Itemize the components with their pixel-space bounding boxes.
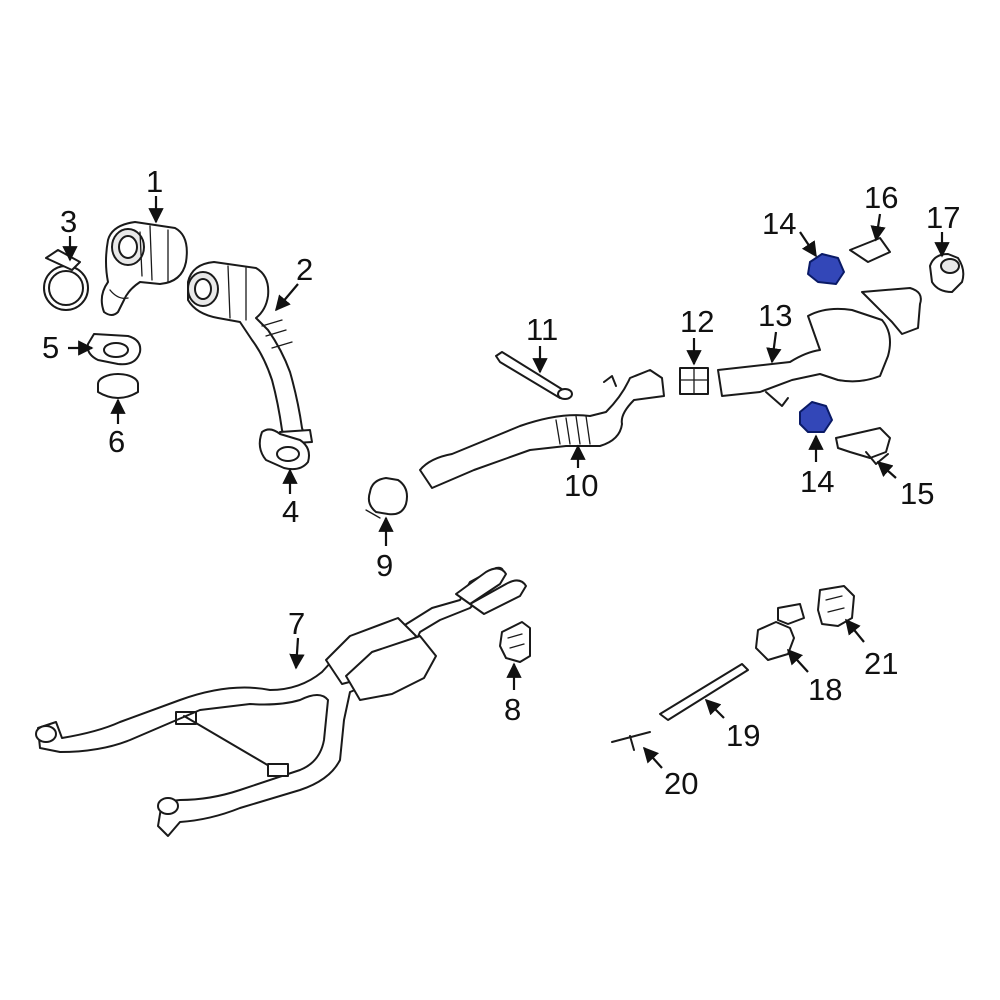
part-9-damper[interactable]: [365, 477, 408, 519]
part-7-front-pipe[interactable]: [35, 566, 527, 837]
part-14-hanger-upper[interactable]: [807, 253, 845, 285]
callout-17[interactable]: 17: [926, 200, 960, 235]
part-6-seal-ring[interactable]: [97, 373, 139, 399]
callout-1[interactable]: 1: [146, 164, 163, 199]
part-12-clamp[interactable]: [679, 367, 709, 395]
part-13-rear-muffler[interactable]: [717, 287, 922, 407]
part-16-clip[interactable]: [849, 237, 891, 263]
part-10-intermediate-pipe[interactable]: [419, 369, 665, 489]
part-20-t-connector[interactable]: [611, 731, 651, 751]
part-18-sensor[interactable]: [755, 603, 805, 661]
part-21-valve[interactable]: [817, 585, 855, 627]
callout-16[interactable]: 16: [864, 180, 898, 215]
callout-5[interactable]: 5: [42, 330, 59, 365]
part-3-clamp[interactable]: [43, 249, 89, 311]
callout-numbers: 1 2 3 4 5 6 7 8 9 10 11 12 13 14 14 15 1…: [42, 164, 960, 801]
callout-21[interactable]: 21: [864, 646, 898, 681]
callout-8[interactable]: 8: [504, 692, 521, 727]
callout-10[interactable]: 10: [564, 468, 598, 503]
part-1-catalytic-converter[interactable]: [100, 221, 188, 316]
part-19-hose[interactable]: [659, 663, 749, 721]
part-17-tailpipe-tip[interactable]: [929, 253, 965, 293]
part-8-bracket[interactable]: [499, 621, 531, 663]
callout-3[interactable]: 3: [60, 204, 77, 239]
callout-19[interactable]: 19: [726, 718, 760, 753]
part-14-hanger-lower[interactable]: [799, 401, 833, 433]
callout-18[interactable]: 18: [808, 672, 842, 707]
part-15-bracket[interactable]: [835, 427, 891, 465]
callout-6[interactable]: 6: [108, 424, 125, 459]
callout-14-lower[interactable]: 14: [800, 464, 834, 499]
callout-2[interactable]: 2: [296, 252, 313, 287]
callout-9[interactable]: 9: [376, 548, 393, 583]
part-11-strap[interactable]: [495, 351, 573, 400]
part-4-flange[interactable]: [258, 428, 310, 471]
callout-14-upper[interactable]: 14: [762, 206, 796, 241]
callout-12[interactable]: 12: [680, 304, 714, 339]
callout-15[interactable]: 15: [900, 476, 934, 511]
callout-arrows: [62, 196, 950, 769]
callout-7[interactable]: 7: [288, 606, 305, 641]
callout-13[interactable]: 13: [758, 298, 792, 333]
part-5-gasket[interactable]: [86, 333, 142, 366]
callout-11[interactable]: 11: [526, 312, 558, 347]
callout-20[interactable]: 20: [664, 766, 698, 801]
callout-4[interactable]: 4: [282, 494, 299, 529]
